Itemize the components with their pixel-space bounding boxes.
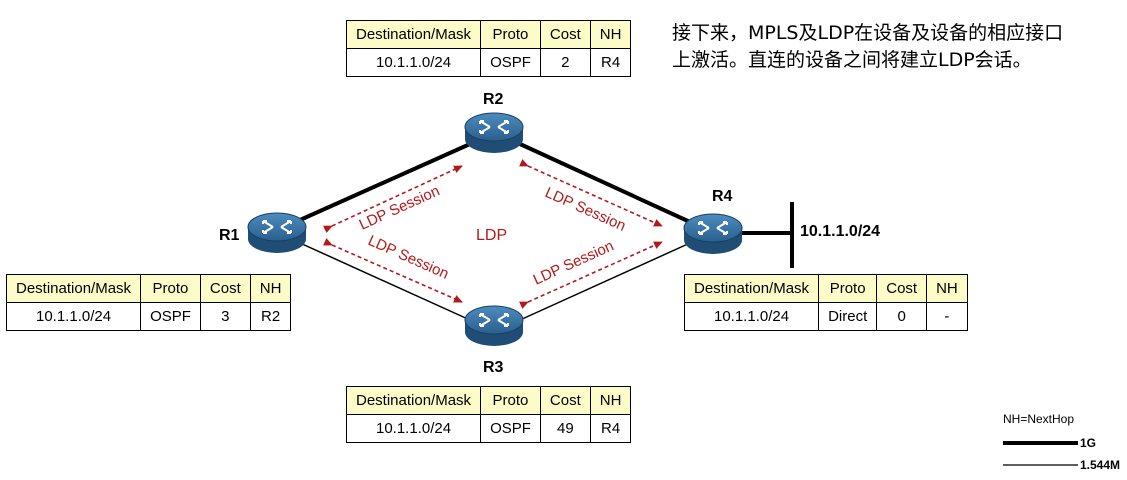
router-r3-icon[interactable] [464, 305, 524, 346]
routing-table-r2: Destination/Mask Proto Cost NH 10.1.1.0/… [345, 20, 632, 77]
router-r4-icon[interactable] [683, 213, 743, 254]
table-row: 10.1.1.0/24 Direct 0 - [683, 302, 968, 331]
ldp-session-r2-r4-arrow [519, 159, 663, 227]
cell-cost: 0 [876, 302, 928, 331]
network-label: 10.1.1.0/24 [800, 223, 881, 240]
routing-table-r1: Destination/Mask Proto Cost NH 10.1.1.0/… [5, 274, 292, 331]
cell-destination: 10.1.1.0/24 [5, 302, 142, 331]
header-nh: NH [589, 20, 632, 49]
cell-destination: 10.1.1.0/24 [345, 48, 482, 77]
description-note: 接下来，MPLS及LDP在设备及设备的相应接口上激活。直连的设备之间将建立LDP… [672, 22, 1064, 71]
table-header-row: Destination/Mask Proto Cost NH [683, 274, 968, 303]
cell-proto: OSPF [480, 414, 541, 443]
cell-nh: R4 [589, 48, 632, 77]
header-destination: Destination/Mask [5, 274, 142, 303]
routing-table-r4: Destination/Mask Proto Cost NH 10.1.1.0/… [683, 274, 968, 331]
ldp-session-r3-r4-arrow [519, 241, 663, 309]
ldp-session-label-r1-r3: LDP Session [365, 232, 451, 283]
routing-table-r3: Destination/Mask Proto Cost NH 10.1.1.0/… [345, 386, 632, 443]
cell-nh: R2 [249, 302, 292, 331]
table-header-row: Destination/Mask Proto Cost NH [5, 274, 292, 303]
table-row: 10.1.1.0/24 OSPF 3 R2 [5, 302, 292, 331]
legend-thick-label: 1G [1080, 436, 1097, 450]
cell-proto: OSPF [140, 302, 201, 331]
cell-destination: 10.1.1.0/24 [345, 414, 482, 443]
ldp-session-r1-r3-arrow [323, 238, 463, 303]
router-r1-label: R1 [219, 227, 240, 244]
header-proto: Proto [818, 274, 878, 303]
table-header-row: Destination/Mask Proto Cost NH [345, 20, 632, 49]
table-row: 10.1.1.0/24 OSPF 2 R4 [345, 48, 632, 77]
header-cost: Cost [199, 274, 251, 303]
header-proto: Proto [480, 386, 541, 415]
header-proto: Proto [140, 274, 201, 303]
ldp-center-label: LDP [476, 227, 508, 244]
header-nh: NH [249, 274, 292, 303]
router-r2-label: R2 [483, 91, 504, 108]
cell-nh: R4 [589, 414, 632, 443]
cell-proto: Direct [818, 302, 878, 331]
ldp-session-label-r2-r4: LDP Session [542, 184, 628, 235]
header-nh: NH [926, 274, 968, 303]
cell-cost: 3 [199, 302, 251, 331]
cell-destination: 10.1.1.0/24 [683, 302, 820, 331]
legend-thin-label: 1.544M [1080, 458, 1121, 472]
header-destination: Destination/Mask [345, 20, 482, 49]
header-destination: Destination/Mask [345, 386, 482, 415]
table-row: 10.1.1.0/24 OSPF 49 R4 [345, 414, 632, 443]
cell-cost: 49 [539, 414, 591, 443]
cell-nh: - [926, 302, 968, 331]
cell-cost: 2 [539, 48, 591, 77]
header-destination: Destination/Mask [683, 274, 820, 303]
legend-title: NH=NextHop [1003, 412, 1075, 426]
header-cost: Cost [539, 386, 591, 415]
router-r2-icon[interactable] [464, 112, 524, 153]
router-r1-icon[interactable] [247, 212, 307, 253]
header-cost: Cost [539, 20, 591, 49]
router-r4-label: R4 [712, 188, 733, 205]
table-header-row: Destination/Mask Proto Cost NH [345, 386, 632, 415]
router-r3-label: R3 [483, 359, 504, 376]
cell-proto: OSPF [480, 48, 541, 77]
header-proto: Proto [480, 20, 541, 49]
header-cost: Cost [876, 274, 928, 303]
header-nh: NH [589, 386, 632, 415]
ldp-session-r1-r2-arrow [323, 165, 463, 233]
